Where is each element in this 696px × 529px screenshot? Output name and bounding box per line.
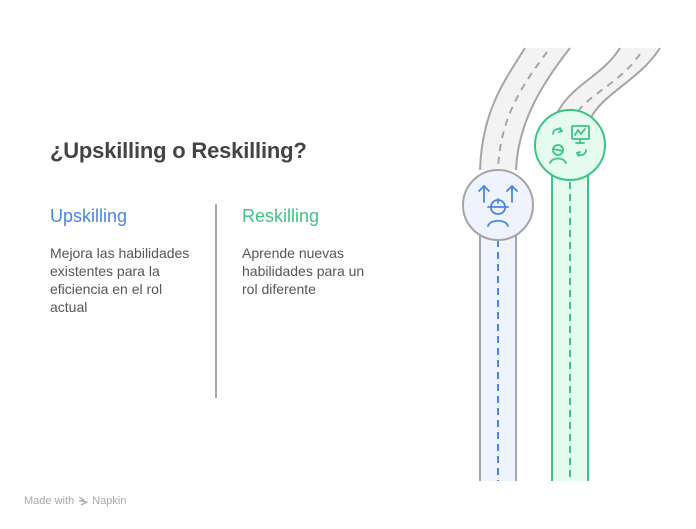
upskilling-description: Mejora las habilidades existentes para l… bbox=[50, 245, 190, 315]
person-swap-presentation-icon bbox=[549, 125, 590, 164]
worker-arrows-up-icon bbox=[478, 185, 518, 227]
made-with-label: Made with bbox=[24, 495, 75, 507]
column-divider bbox=[215, 204, 217, 398]
upskilling-node bbox=[462, 169, 534, 241]
reskilling-description: Aprende nuevas habilidades para un rol d… bbox=[242, 245, 365, 297]
page-title: ¿Upskilling o Reskilling? bbox=[50, 138, 307, 163]
footer-watermark: Made with Napkin bbox=[24, 495, 126, 507]
reskilling-heading: Reskilling bbox=[242, 206, 320, 226]
napkin-logo-icon bbox=[78, 496, 88, 506]
upskilling-heading: Upskilling bbox=[50, 206, 128, 226]
reskilling-node bbox=[534, 109, 606, 181]
upskilling-road-curve bbox=[479, 47, 571, 171]
reskilling-road-straight bbox=[551, 175, 589, 481]
napkin-brand: Napkin bbox=[92, 495, 127, 507]
upskilling-road-straight bbox=[479, 230, 517, 481]
